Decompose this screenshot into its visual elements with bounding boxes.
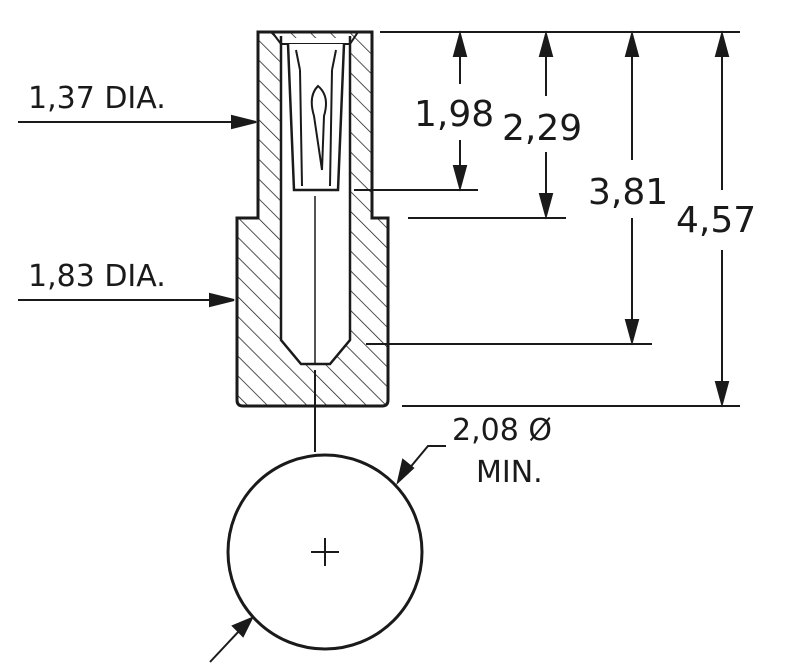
extension-lines	[354, 31, 740, 407]
dimension-lines	[452, 30, 730, 408]
hole-min-callout: MIN.	[476, 455, 543, 490]
large-diameter-callout: 1,83 DIA.	[28, 259, 166, 294]
dimension-4-57: 4,57	[676, 200, 756, 241]
part-cross-section	[235, 30, 390, 452]
dimension-2-29: 2,29	[502, 108, 582, 149]
leader-arrows	[18, 114, 446, 663]
part-outline	[235, 30, 390, 408]
hole-diameter-callout: 2,08 Ø	[452, 413, 552, 448]
hole-view	[226, 453, 424, 651]
hole-circle	[226, 453, 424, 651]
small-diameter-callout: 1,37 DIA.	[28, 81, 166, 116]
dimension-3-81: 3,81	[588, 172, 668, 213]
dimension-1-98: 1,98	[414, 94, 494, 135]
